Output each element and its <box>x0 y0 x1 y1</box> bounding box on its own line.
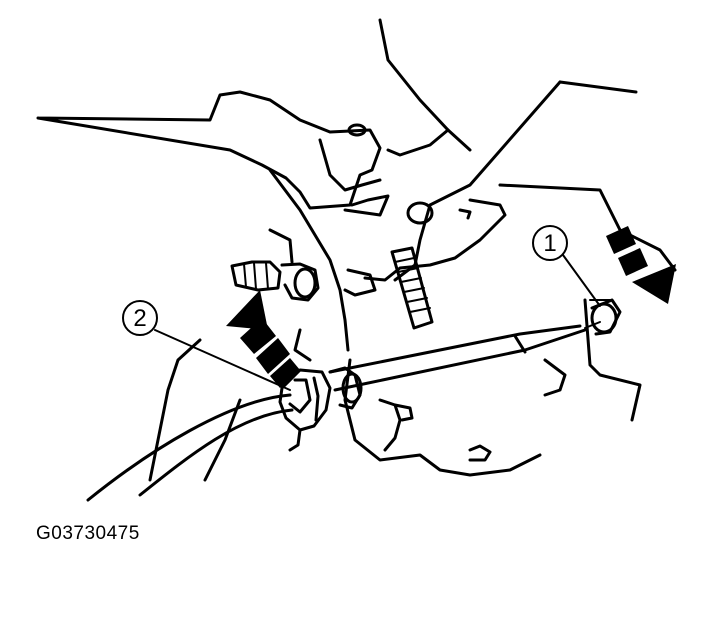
arrow-right-dash-1 <box>606 226 636 254</box>
callout-2: 2 <box>122 300 291 391</box>
arrow-left-dash-1 <box>240 318 276 354</box>
cable-end-fitting <box>590 298 622 336</box>
callout-1: 1 <box>532 225 601 307</box>
figure-id-label: G03730475 <box>36 523 140 544</box>
arrow-right-head <box>632 264 676 304</box>
arrow-right-dash-2 <box>618 248 648 276</box>
floor-lines <box>148 338 242 482</box>
threaded-stud <box>390 246 434 330</box>
bolt <box>230 228 320 302</box>
arrow-left-head <box>226 290 268 330</box>
parking-brake-cable <box>86 321 601 502</box>
callout-2-number: 2 <box>133 305 146 332</box>
arrow-left-dash-2 <box>256 338 290 374</box>
lever-column <box>268 168 542 477</box>
callout-1-number: 1 <box>543 230 556 257</box>
arrow-left-dash-3 <box>270 358 300 388</box>
pull-arrow-right <box>606 226 676 304</box>
pull-arrow-left <box>226 290 300 388</box>
upper-bracket <box>36 18 472 217</box>
cable-retainer <box>278 366 363 452</box>
